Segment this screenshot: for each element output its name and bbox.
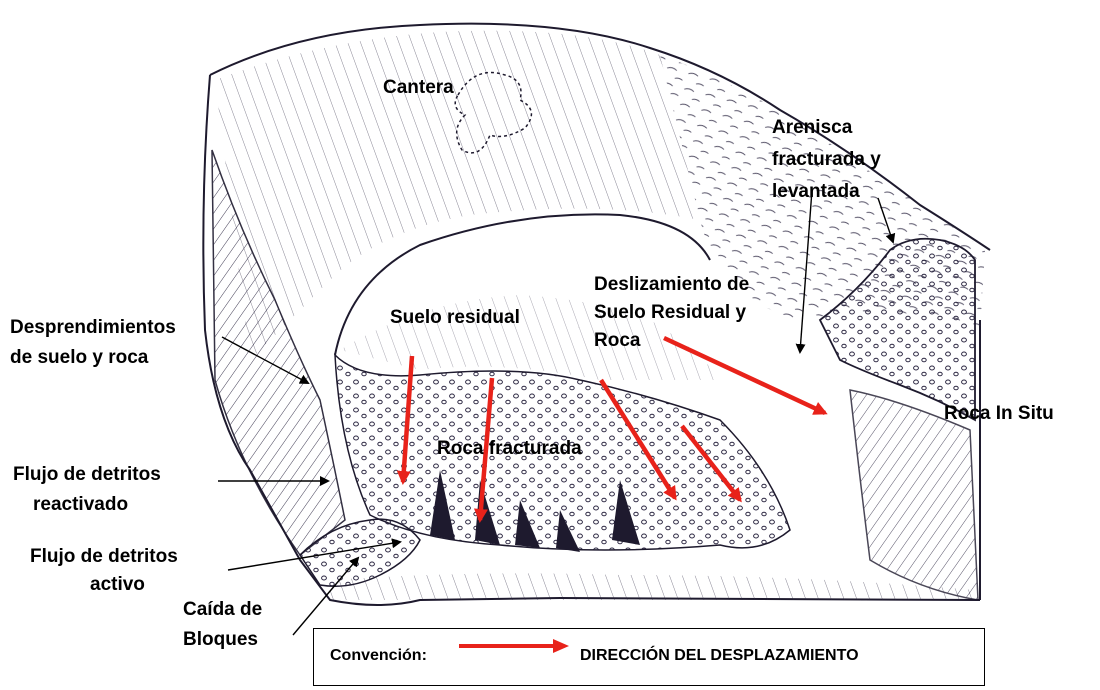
label-desprendimientos-line-1: Desprendimientos — [10, 316, 176, 340]
label-roca-fracturada: Roca fracturada — [437, 437, 582, 461]
label-flujo-reactivado: Flujo de detritos reactivado — [13, 463, 161, 517]
legend: Convención: DIRECCIÓN DEL DESPLAZAMIENTO — [313, 628, 985, 686]
label-deslizamiento: Deslizamiento de Suelo Residual y Roca — [594, 273, 749, 353]
base-foreground — [330, 573, 975, 600]
label-arenisca-line-2: fracturada y — [772, 148, 881, 172]
label-cantera: Cantera — [383, 76, 454, 100]
label-desprendimientos-line-2: de suelo y roca — [10, 346, 176, 370]
label-caida-bloques: Caída de Bloques — [183, 598, 262, 652]
label-roca-in-situ: Roca In Situ — [944, 402, 1054, 426]
label-flujo-reactivado-line-1: Flujo de detritos — [13, 463, 161, 487]
legend-title: Convención: — [330, 647, 427, 665]
label-desprendimientos: Desprendimientos de suelo y roca — [10, 316, 176, 370]
legend-text: DIRECCIÓN DEL DESPLAZAMIENTO — [580, 647, 859, 665]
label-deslizamiento-line-1: Deslizamiento de — [594, 273, 749, 297]
label-deslizamiento-line-3: Roca — [594, 329, 749, 353]
label-flujo-reactivado-line-2: reactivado — [13, 493, 161, 517]
legend-red-arrow-icon — [459, 637, 569, 655]
label-deslizamiento-line-2: Suelo Residual y — [594, 301, 749, 325]
label-suelo-residual: Suelo residual — [390, 306, 520, 330]
label-flujo-activo-line-2: activo — [30, 573, 178, 597]
label-arenisca: Arenisca fracturada y levantada — [772, 116, 881, 204]
label-flujo-activo: Flujo de detritos activo — [30, 545, 178, 597]
label-caida-bloques-line-2: Bloques — [183, 628, 262, 652]
label-flujo-activo-line-1: Flujo de detritos — [30, 545, 178, 569]
label-arenisca-line-3: levantada — [772, 180, 881, 204]
label-arenisca-line-1: Arenisca — [772, 116, 881, 140]
label-caida-bloques-line-1: Caída de — [183, 598, 262, 622]
